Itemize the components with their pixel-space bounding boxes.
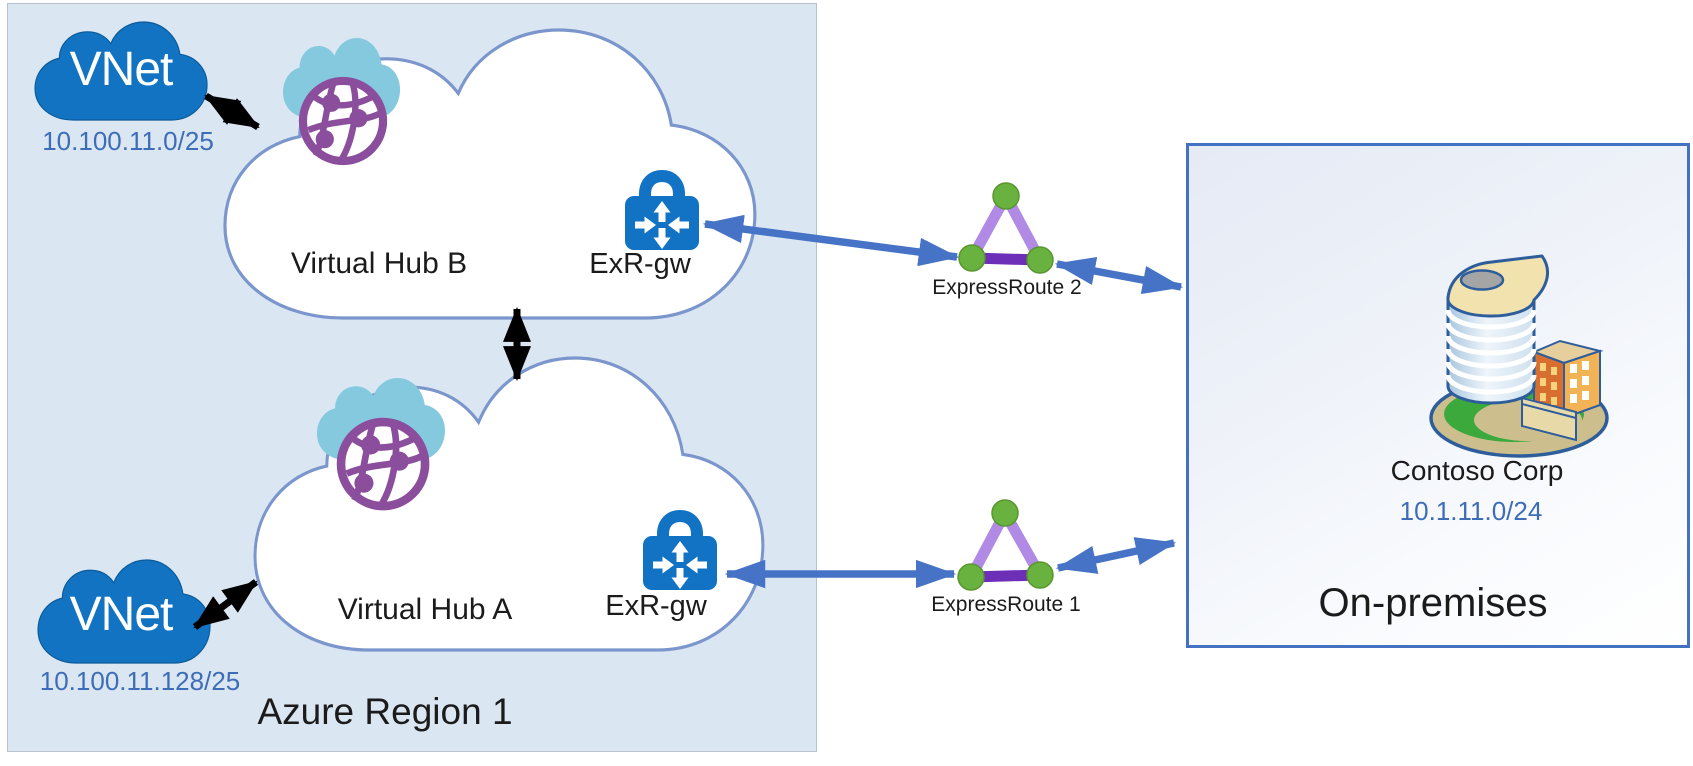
contoso-corp-label: Contoso Corp [1390, 455, 1564, 486]
on-premises-cidr: 10.1.11.0/24 [1399, 496, 1543, 526]
gateway-b-label: ExR-gw [589, 248, 691, 280]
vnet-a-label: VNet [69, 588, 174, 641]
lock-routing-gateway-icon-hub-a [643, 509, 717, 590]
network-globe-icon-hub-a [316, 378, 446, 511]
on-premises-box [1186, 143, 1690, 648]
vnet-b-cidr: 10.100.11.0/25 [42, 126, 214, 156]
expressroute-triangle-icon-2 [958, 182, 1054, 274]
vnet-a-hub-a-arrow [192, 579, 259, 630]
office-building-icon [1429, 254, 1609, 458]
vnet-b-hub-b-arrow [204, 92, 260, 131]
expressroute-triangle-icon-1 [957, 499, 1054, 591]
expressroute-1-label: ExpressRoute 1 [931, 593, 1081, 616]
on-premises-label: On-premises [1318, 581, 1548, 625]
hub-a-label: Virtual Hub A [337, 593, 513, 626]
gateway-a-label: ExR-gw [605, 590, 707, 622]
vnet-a-cidr: 10.100.11.128/25 [39, 666, 241, 696]
network-globe-icon-hub-b [283, 38, 401, 166]
er2-onprem-arrow [1054, 256, 1184, 295]
gw-b-er2-arrow [702, 214, 960, 267]
er1-onprem-arrow [1055, 537, 1177, 574]
hub-b-label: Virtual Hub B [290, 247, 468, 280]
vnet-b-label: VNet [69, 43, 174, 96]
azure-region-label: Azure Region 1 [257, 691, 513, 732]
lock-routing-gateway-icon-hub-b [625, 169, 699, 250]
expressroute-2-label: ExpressRoute 2 [932, 276, 1082, 299]
